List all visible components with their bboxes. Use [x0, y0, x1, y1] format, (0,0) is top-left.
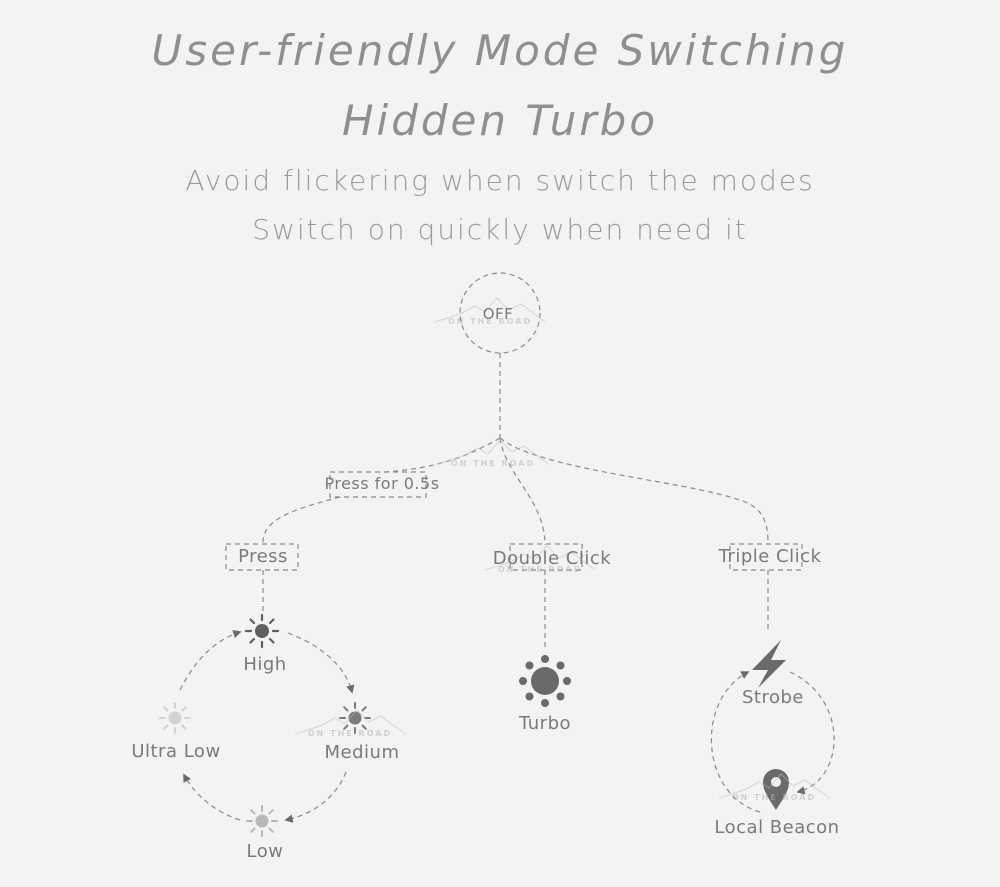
- medium-sun-icon: [339, 702, 371, 734]
- local-beacon-label: Local Beacon: [714, 817, 840, 838]
- subheading-line-2: Switch on quickly when need it: [252, 213, 748, 246]
- off-label: OFF: [482, 305, 514, 323]
- triple-click-label: Triple Click: [718, 546, 822, 567]
- location-pin-icon: [763, 769, 789, 810]
- off-node-circle: [459, 272, 541, 354]
- arrow-low-ultralow: [183, 773, 241, 821]
- turbo-label: Turbo: [518, 713, 572, 734]
- low-label: Low: [246, 841, 284, 862]
- press-box: [225, 543, 299, 571]
- medium-label: Medium: [324, 742, 400, 763]
- arrow-high-medium: [287, 632, 355, 694]
- high-label: High: [243, 654, 287, 675]
- strobe-label: Strobe: [741, 687, 805, 708]
- press-label: Press: [238, 546, 288, 567]
- double-click-box: [509, 543, 583, 571]
- arrow-medium-low: [284, 771, 347, 823]
- press-hold-box: [329, 471, 427, 498]
- heading-line-1: User-friendly Mode Switching: [151, 26, 849, 75]
- arrow-strobe-beacon: [789, 671, 835, 795]
- connector-press-hold-press: [262, 496, 341, 545]
- triple-click-box: [729, 543, 803, 571]
- turbo-sun-icon: [519, 655, 571, 707]
- subheading-line-1: Avoid flickering when switch the modes: [185, 164, 815, 197]
- ultra-low-sun-icon: [159, 702, 191, 734]
- arrow-beacon-strobe: [710, 671, 761, 813]
- press-hold-label: Press for 0.5s: [324, 474, 440, 493]
- mountain-watermark-icon: ON THE ROAD: [484, 540, 596, 576]
- mountain-watermark-icon: ON THE ROAD: [294, 704, 406, 740]
- heading-line-2: Hidden Turbo: [341, 96, 659, 145]
- low-sun-icon: [246, 805, 278, 837]
- arrow-ultralow-high: [179, 630, 242, 691]
- lightning-icon: [752, 640, 786, 688]
- connector-off-triple-click: [499, 437, 769, 545]
- connector-off-double-click: [499, 437, 546, 546]
- double-click-label: Double Click: [492, 548, 612, 569]
- connector-off-press-hold: [384, 437, 501, 473]
- mountain-watermark-icon: ON THE ROAD: [718, 768, 830, 804]
- mountain-watermark-icon: ON THE ROAD: [437, 434, 549, 470]
- high-sun-icon: [244, 613, 280, 649]
- mountain-watermark-icon: ON THE ROAD: [434, 292, 546, 328]
- ultra-low-label: Ultra Low: [131, 741, 221, 762]
